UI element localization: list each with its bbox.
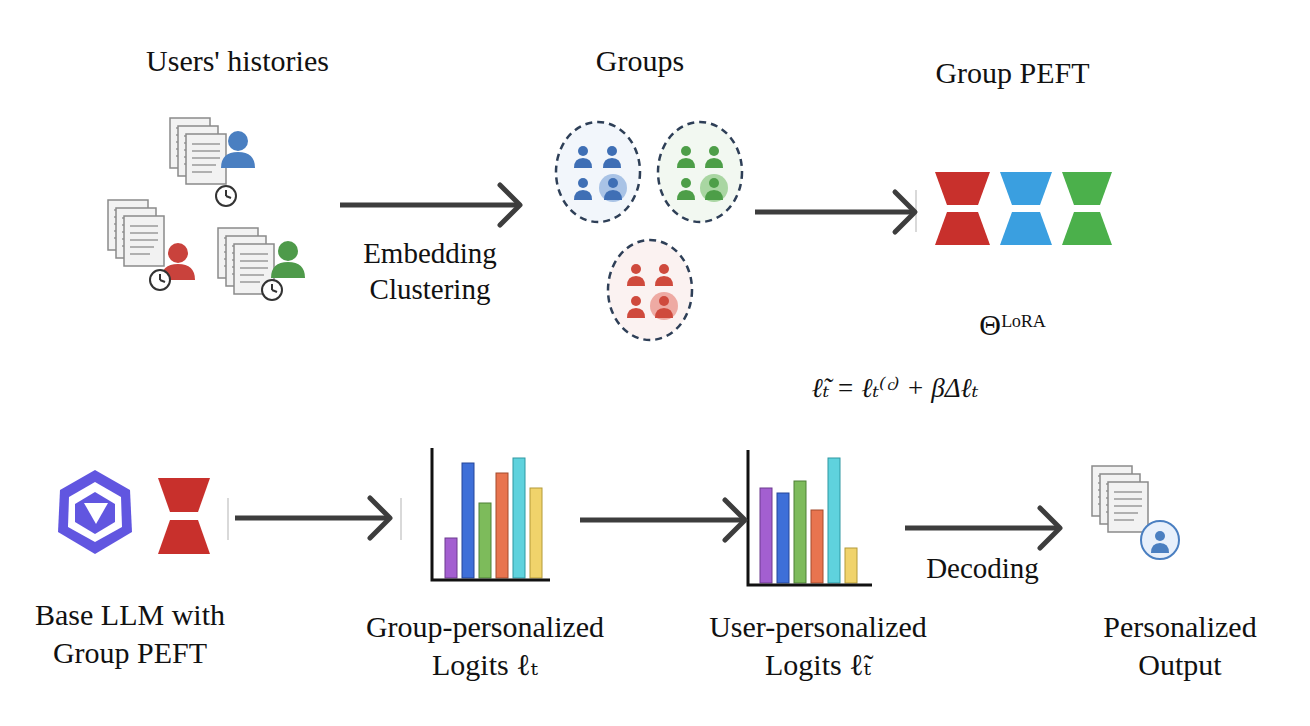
illustrated-step: Users' histories (100, 40, 340, 350)
step-caption: Groups (520, 42, 760, 80)
parameter-symbol: Θᴸᵒᴿᴬ (905, 306, 1120, 344)
formula: ℓ̃ₜ = ℓₜ⁽ᶜ⁾ + βΔℓₜ (735, 372, 1055, 404)
illustrated-step: Groups (520, 40, 755, 350)
step-caption: Base LLM with Group PEFT (15, 596, 245, 671)
flow-arrow (340, 185, 520, 225)
illustrated-step: Group PEFTΘᴸᵒᴿᴬ (915, 40, 1110, 350)
bar-chart (748, 450, 872, 585)
user-history-icons (108, 118, 305, 300)
flow-arrow (580, 500, 745, 540)
flow-arrow (755, 192, 915, 232)
illustrated-step: Base LLM with Group PEFT (20, 440, 235, 690)
arrow-label: Decoding (903, 550, 1063, 586)
arrow-label: Embedding Clustering (340, 235, 520, 308)
cluster-icons (556, 122, 742, 340)
step-caption: Personalized Output (1080, 608, 1280, 683)
step-caption: Group PEFT (905, 54, 1120, 92)
base-llm-icon (58, 470, 228, 554)
output-document-icon (1092, 466, 1179, 559)
flow-arrow (905, 508, 1060, 548)
step-caption: User-personalized Logits ℓ̃ₜ (678, 608, 958, 683)
lora-adapters (916, 172, 1112, 245)
step-caption: Users' histories (100, 42, 375, 80)
illustrated-step: Personalized Output (1060, 440, 1300, 690)
step-caption: Group-personalized Logits ℓₜ (335, 608, 635, 683)
flow-arrow (235, 498, 390, 538)
bar-chart (401, 448, 550, 580)
illustrated-step: Group-personalized Logits ℓₜ (390, 440, 580, 690)
illustrated-step: User-personalized Logits ℓ̃ₜ (745, 440, 905, 690)
